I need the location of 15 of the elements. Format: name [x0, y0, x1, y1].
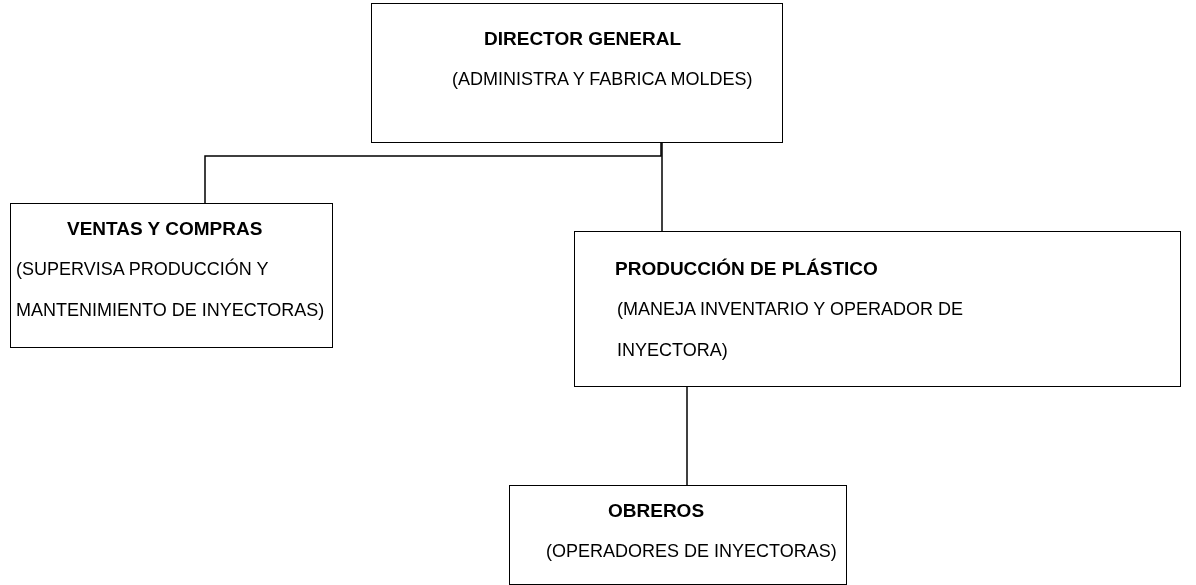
role-description: (ADMINISTRA Y FABRICA MOLDES)	[452, 68, 754, 91]
role-title: VENTAS Y COMPRAS	[67, 217, 263, 241]
connector-line	[661, 142, 663, 232]
org-box	[10, 203, 333, 348]
role-description: (MANEJA INVENTARIO Y OPERADOR DE INYECTORA)	[617, 298, 965, 362]
org-box	[371, 3, 783, 143]
role-title: OBREROS	[608, 499, 705, 523]
role-title: PRODUCCIÓN DE PLÁSTICO	[615, 257, 878, 281]
connector-line	[686, 386, 688, 486]
connector-line	[204, 142, 662, 204]
org-box	[574, 231, 1181, 387]
role-title: DIRECTOR GENERAL	[484, 27, 682, 51]
role-description: (SUPERVISA PRODUCCIÓN Y MANTENIMIENTO DE INYECTORAS)	[16, 257, 326, 322]
role-description: (OPERADORES DE INYECTORAS)	[546, 540, 838, 563]
org-box	[509, 485, 847, 585]
